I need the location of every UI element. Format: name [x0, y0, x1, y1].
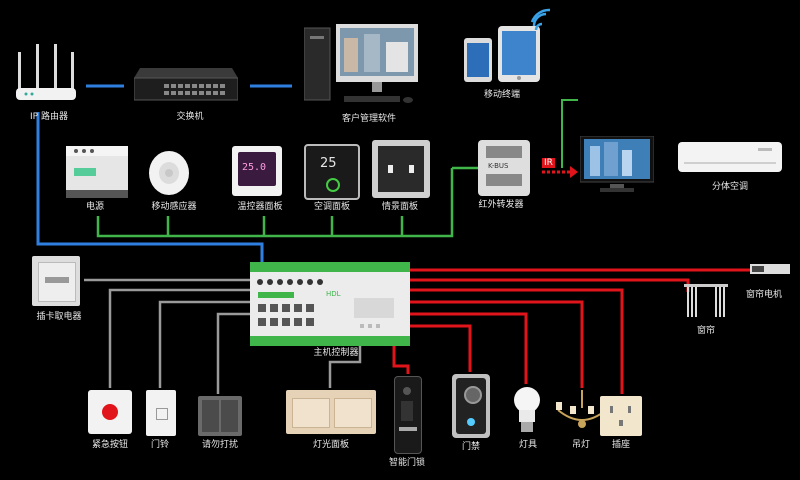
wire-intercom [410, 324, 472, 372]
pc-label: 客户管理软件 [341, 114, 396, 124]
curtain-icon [684, 284, 728, 317]
motion-sensor-icon [149, 151, 189, 195]
wire-bulb [410, 312, 528, 384]
card-label: 插卡取电器 [36, 312, 82, 322]
ir-module-device: K-BUS [478, 140, 530, 196]
network-switch-icon [133, 68, 239, 101]
doorbell-btn-device [146, 390, 176, 436]
intercom-label: 门禁 [461, 442, 480, 452]
scene-panel-device [372, 140, 430, 198]
sensor-label: 移动感应器 [151, 202, 197, 212]
pc-device [303, 24, 420, 108]
ac-panel-temp: 25 [320, 156, 337, 171]
dnd-label: 请勿打扰 [201, 440, 238, 450]
doorbell-icon [156, 408, 168, 420]
intercom-device [452, 374, 490, 438]
wire-lock [392, 346, 410, 374]
thermostat-label: 温控器面板 [237, 202, 283, 212]
switch-label: 交换机 [176, 112, 204, 122]
door-lock-label: 智能门锁 [388, 458, 425, 468]
ac-panel-label: 空调面板 [313, 202, 350, 212]
switch-device [133, 64, 239, 104]
light-panel-device [286, 390, 376, 434]
scene-panel-label: 情景面板 [381, 202, 418, 212]
power-label: 电源 [85, 202, 104, 212]
wire-socket [410, 288, 624, 394]
controller-label: 主机控制器 [313, 348, 359, 358]
curtain-motor-device [750, 262, 790, 278]
kbus-text: K-BUS [488, 162, 509, 170]
bulb-label: 灯具 [518, 440, 537, 450]
controller-device: HDL [250, 262, 410, 346]
sos-device [88, 390, 132, 434]
curtain-motor-label: 窗帘电机 [745, 290, 782, 300]
air-conditioner-icon [678, 142, 782, 172]
card-device [32, 256, 80, 306]
power-supply-icon [66, 146, 128, 198]
ir-signal: IR [540, 158, 580, 184]
wire-doorbell [158, 300, 250, 388]
wire-ir-tv [561, 99, 578, 168]
bulb-icon [514, 387, 540, 432]
ac-panel-device: 25 [304, 144, 360, 200]
light-panel-label: 灯光面板 [312, 440, 349, 450]
wire-chandelier [410, 300, 584, 388]
socket-device [600, 396, 642, 436]
ir-arrow-icon [542, 166, 578, 178]
router-label: IP 路由器 [30, 112, 68, 122]
bulb-device [512, 386, 542, 434]
door-lock-device [394, 376, 422, 454]
main-controller-icon [250, 262, 410, 346]
wire-bus-main [96, 168, 454, 238]
mobile-devices-icon [464, 8, 551, 82]
curtain-motor-icon [750, 264, 790, 274]
tv-device [579, 135, 655, 194]
chandelier-label: 吊灯 [571, 440, 590, 450]
sensor-device [144, 146, 194, 200]
router-device [14, 40, 78, 104]
mobile-label: 移动终端 [483, 90, 520, 100]
ac-indoor-device [678, 142, 782, 174]
power-icon [326, 178, 340, 192]
wire-router-controller [36, 112, 264, 268]
thermostat-temp: 25.0 [242, 162, 267, 173]
ac-indoor-label: 分体空调 [711, 182, 748, 192]
tv-icon [579, 135, 655, 192]
curtain-label: 窗帘 [696, 326, 715, 336]
thermostat-device: 25.0 [232, 146, 282, 196]
ir-badge: IR [542, 158, 555, 168]
router-icon [16, 44, 76, 100]
socket-label: 插座 [611, 440, 630, 450]
sos-label: 紧急按钮 [91, 440, 128, 450]
wire-dnd [216, 312, 250, 394]
desktop-computer-icon [303, 24, 418, 103]
ir-module-label: 红外转发器 [478, 200, 524, 210]
controller-model: HDL [326, 290, 341, 298]
curtain-device [684, 284, 728, 320]
doorbell-btn-label: 门铃 [150, 440, 169, 450]
mobile-device [462, 8, 562, 84]
power-device [66, 146, 128, 200]
dnd-device [198, 396, 242, 436]
sos-button-icon [102, 404, 118, 420]
wire-light-panel [328, 346, 362, 388]
wire-sos [108, 288, 250, 388]
